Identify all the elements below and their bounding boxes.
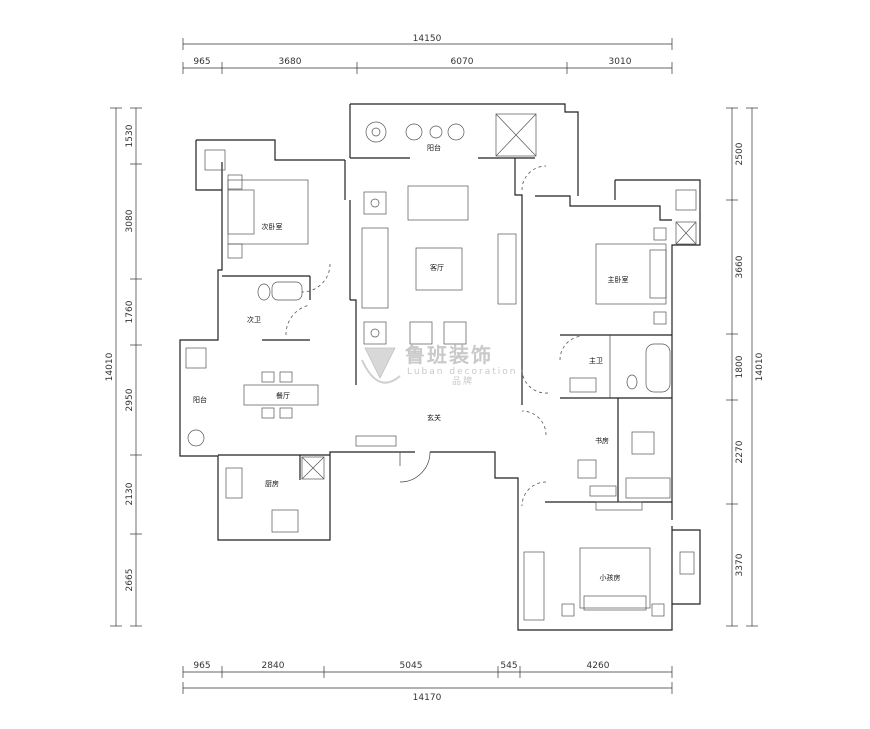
left-total-dim: 14010 — [105, 352, 115, 381]
left-dim-2: 3080 — [125, 209, 135, 232]
bottom-dim-4: 545 — [500, 661, 517, 671]
entrance-door — [399, 451, 431, 483]
label-study: 书房 — [595, 436, 609, 445]
brand-logo-icon — [364, 347, 396, 379]
top-dim-4: 3010 — [609, 57, 632, 67]
top-dim-2: 3680 — [279, 57, 302, 67]
bottom-dim-1: 965 — [193, 661, 210, 671]
bottom-dimensions: 965 2840 5045 545 4260 14170 — [182, 661, 673, 703]
label-small-bedroom: 小孩房 — [600, 573, 621, 582]
door-swings — [285, 165, 583, 507]
label-balcony-left: 阳台 — [193, 395, 207, 404]
left-dim-4: 2950 — [125, 388, 135, 411]
bottom-dim-2: 2840 — [262, 661, 285, 671]
top-dim-1: 965 — [193, 57, 210, 67]
label-second-bedroom: 次卧室 — [262, 222, 283, 231]
watermark-brand: 鲁班装饰 — [405, 343, 493, 367]
watermark-slogan: 品牌 — [452, 375, 474, 387]
left-dim-3: 1760 — [125, 300, 135, 323]
watermark: 鲁班装饰 Luban decoration 品牌 — [361, 343, 518, 387]
right-dim-1: 2500 — [735, 142, 745, 165]
top-dim-3: 6070 — [451, 57, 474, 67]
bottom-dim-5: 4260 — [587, 661, 610, 671]
label-main-bathroom: 主卫 — [589, 356, 603, 365]
left-dim-5: 2130 — [125, 482, 135, 505]
top-total-dim: 14150 — [413, 34, 442, 44]
left-dimensions: 14010 1530 3080 1760 2950 2130 2665 — [105, 107, 142, 627]
right-dim-5: 3370 — [735, 553, 745, 576]
left-dim-6: 2665 — [125, 569, 135, 592]
label-balcony-top: 阳台 — [427, 143, 441, 152]
top-dimensions: 14150 965 3680 6070 3010 — [182, 34, 673, 74]
walls — [179, 103, 701, 631]
bottom-dim-3: 5045 — [400, 661, 423, 671]
watermark-english: Luban decoration — [407, 367, 518, 377]
right-dimensions: 2500 3660 1800 2270 3370 14010 — [726, 107, 765, 627]
label-dining-room: 餐厅 — [276, 391, 290, 400]
label-kitchen: 厨房 — [265, 479, 279, 488]
label-master-bedroom: 主卧室 — [608, 275, 629, 284]
right-dim-2: 3660 — [735, 255, 745, 278]
label-second-bathroom: 次卫 — [247, 315, 261, 324]
right-dim-3: 1800 — [735, 355, 745, 378]
left-dim-1: 1530 — [125, 124, 135, 147]
right-total-dim: 14010 — [755, 352, 765, 381]
label-entrance: 玄关 — [427, 413, 441, 422]
label-living-room: 客厅 — [430, 263, 444, 272]
room-labels: 阳台 次卧室 客厅 主卧室 次卫 主卫 餐厅 阳台 玄关 书房 厨房 小孩房 — [193, 143, 629, 582]
furniture — [185, 113, 697, 621]
bottom-total-dim: 14170 — [413, 693, 442, 703]
right-dim-4: 2270 — [735, 440, 745, 463]
